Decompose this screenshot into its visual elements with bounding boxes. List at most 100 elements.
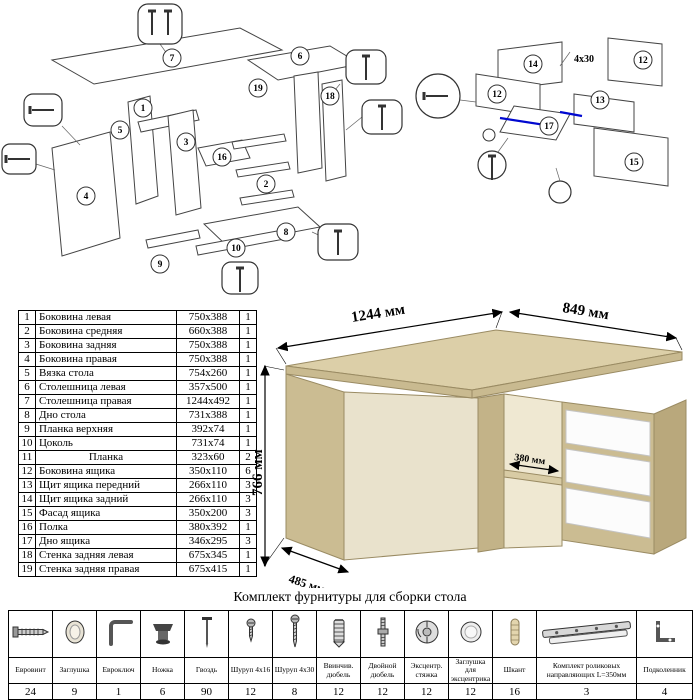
dimension-depth: 849 мм [561, 300, 610, 323]
hardware-callout [1, 143, 37, 175]
desk-top-edge [471, 351, 683, 399]
dimension-line-depth [508, 308, 678, 342]
hardware-callout [482, 128, 496, 142]
part-number-10: 10 [226, 238, 246, 258]
desk-back-wall [343, 391, 479, 561]
part-number-12: 12 [633, 50, 653, 70]
hardware-table: Евровинт Заглушка Евроключ Ножка Гвоздь … [8, 610, 693, 700]
nail-icon [201, 616, 212, 648]
part-number-19: 19 [248, 78, 268, 98]
dimension-line-width [276, 308, 504, 352]
slide-rail-highlight [559, 110, 583, 118]
svg-text:2: 2 [264, 180, 269, 190]
svg-text:16: 16 [217, 153, 227, 163]
svg-text:13: 13 [595, 96, 605, 106]
drawer-front-1 [565, 409, 651, 457]
hardware-callout [477, 137, 509, 182]
part-number-8: 8 [276, 222, 296, 242]
part-number-18: 18 [320, 86, 340, 106]
double-dowel-icon [377, 617, 388, 646]
hardware-callout [317, 223, 359, 261]
hardware-callout [23, 93, 63, 127]
hardware-icons-row [8, 610, 693, 658]
svg-text:18: 18 [325, 92, 335, 102]
dimension-line-floor [280, 546, 350, 574]
cam-lock-icon [415, 620, 438, 643]
desk-divider-panel [477, 393, 505, 553]
svg-text:1: 1 [141, 104, 146, 114]
drawer-rail [235, 161, 291, 178]
svg-text:15: 15 [629, 158, 639, 168]
svg-text:3: 3 [184, 138, 189, 148]
desk-left-panel [285, 373, 345, 561]
part-number-1: 1 [133, 98, 153, 118]
side-panel-3 [167, 109, 202, 216]
drawer-rail [239, 189, 295, 206]
hardware-names-row: Евровинт Заглушка Евроключ Ножка Гвоздь … [8, 656, 693, 685]
part-number-13: 13 [590, 90, 610, 110]
screw-in-dowel-icon [332, 618, 345, 648]
screw-size-note: 4x30 [574, 54, 594, 65]
slide-rail-icon [541, 620, 631, 644]
svg-text:12: 12 [492, 90, 502, 100]
hardware-callout [345, 49, 387, 85]
svg-text:5: 5 [118, 126, 123, 136]
svg-text:4: 4 [84, 192, 89, 202]
part-number-9: 9 [150, 254, 170, 274]
part-number-16: 16 [212, 147, 232, 167]
screw-4x16-icon [246, 618, 255, 643]
strip-9 [145, 229, 201, 249]
svg-text:7: 7 [170, 54, 175, 64]
hardware-callout [221, 261, 259, 295]
dimension-line-shelf [508, 460, 560, 475]
drawer-front-2 [565, 448, 651, 497]
part-number-2: 2 [256, 174, 276, 194]
svg-text:12: 12 [638, 56, 648, 66]
part-number-6: 6 [290, 46, 310, 66]
dimension-floor: 485 мм [287, 572, 327, 588]
hex-key-icon [108, 619, 133, 646]
exploded-view-desk: 7 6 19 18 5 1 3 16 2 8 10 4 9 [1, 3, 403, 295]
leg-icon [152, 623, 173, 644]
dimension-height: 766 мм [252, 449, 266, 496]
hardware-callout [415, 73, 477, 119]
part-number-5: 5 [110, 120, 130, 140]
svg-text:19: 19 [253, 84, 263, 94]
euroscrew-icon [12, 626, 49, 637]
cam-cap-icon [460, 621, 481, 642]
drawer-front-3 [565, 487, 651, 539]
back-panel-19 [293, 71, 323, 174]
exploded-view-drawer: 4x30 14 12 12 13 17 15 [415, 37, 669, 204]
hardware-title: Комплект фурнитуры для сборки стола [233, 590, 467, 605]
drawer-rail [231, 133, 287, 150]
svg-text:17: 17 [544, 122, 554, 132]
hardware-callout [548, 167, 572, 204]
hardware-callout [137, 3, 183, 45]
screw-4x30-icon [290, 614, 299, 647]
svg-text:14: 14 [528, 60, 538, 70]
wood-dowel-icon [510, 618, 519, 645]
part-number-7: 7 [162, 48, 182, 68]
bracket-icon [655, 620, 675, 642]
desk-right-panel [653, 399, 687, 555]
part-number-12b: 12 [487, 84, 507, 104]
cap-icon [65, 620, 84, 643]
desk-render: 1244 мм 849 мм 766 мм 380 мм 485 мм [252, 300, 687, 588]
svg-text:10: 10 [231, 244, 241, 254]
